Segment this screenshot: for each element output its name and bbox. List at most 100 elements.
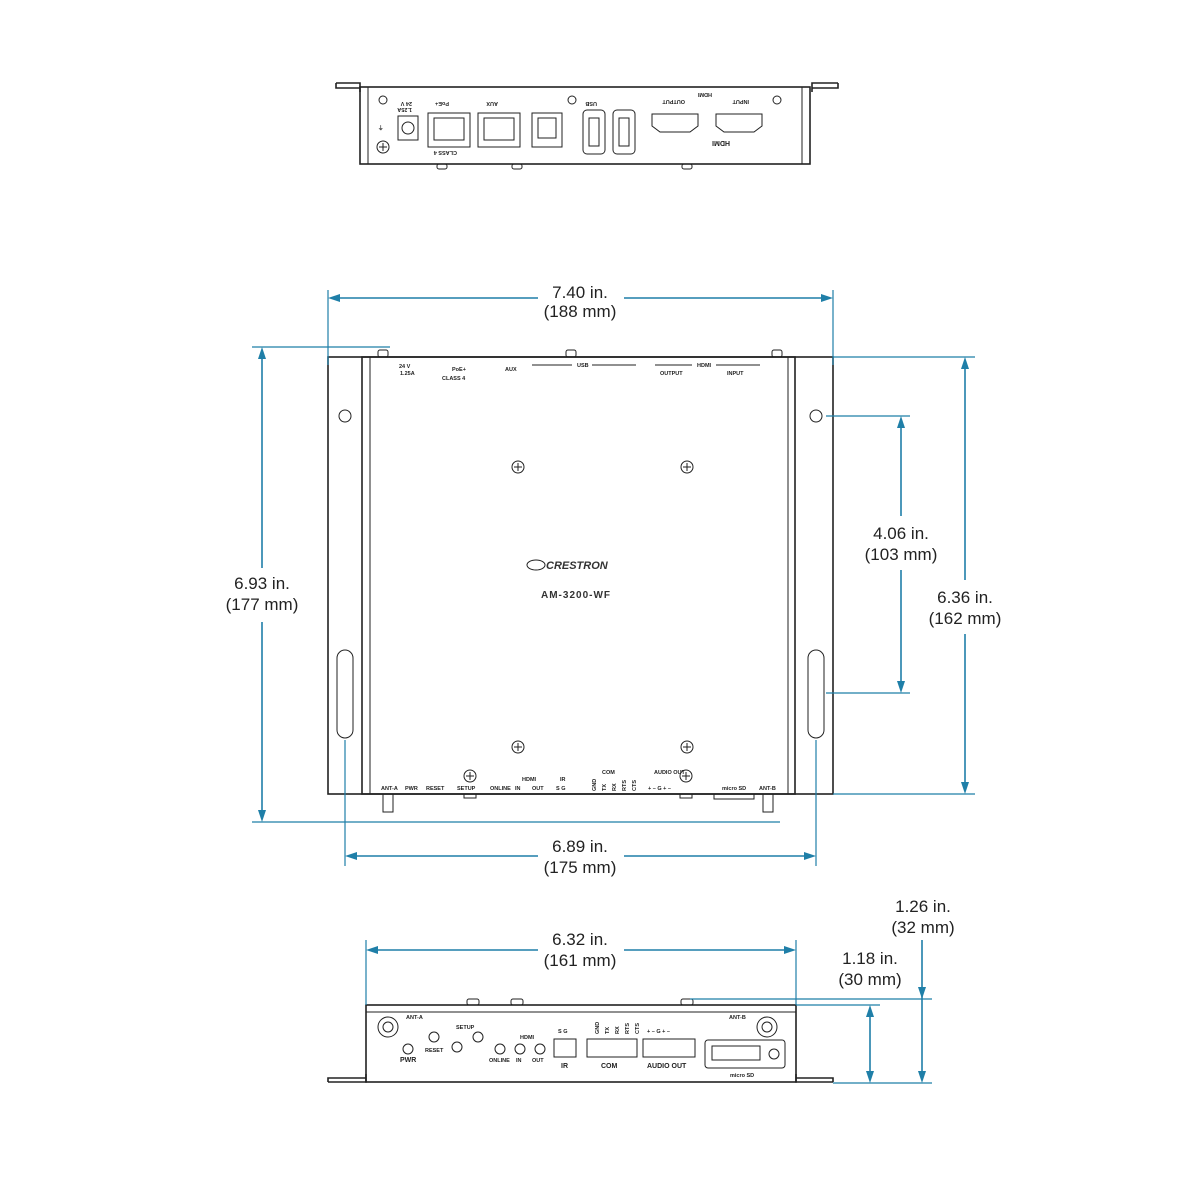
reset-button[interactable] [428,1031,440,1043]
screw-icon [679,769,693,783]
brand-logo: CRESTRON [546,560,609,572]
front-com-pin-cts: CTS [635,1023,641,1034]
front-online-label: ONLINE [489,1058,510,1064]
mount-slot-left [336,649,354,739]
usb-a-port-2 [612,109,636,155]
top-hdmi-out-label: OUT [532,786,544,792]
rear-input-label: INPUT [732,98,749,104]
front-audio-out-label: AUDIO OUT [647,1063,687,1070]
audio-out-terminal [642,1038,696,1058]
mount-slot-right [807,649,825,739]
top-audio-out-label: AUDIO OUT [654,770,686,776]
body-depth-mm: (162 mm) [929,609,1002,628]
rear-poe-label: PoE+ [435,100,449,106]
top-pwr-label: PWR [405,786,418,792]
front-com-pin-tx: TX [605,1027,611,1034]
hdmi-output-port [651,113,699,133]
flange-width-in: 6.89 in. [552,837,608,856]
body-width-in: 6.32 in. [552,930,608,949]
screw-icon [378,95,388,105]
top-ant-a-label: ANT-A [381,786,398,792]
antenna-b-connector [756,1016,778,1038]
top-ir-label: IR [560,777,566,783]
front-micro-sd-label: micro SD [730,1073,754,1079]
rear-view: ⏚ 24 V 1.25A PoE+ CLASS 4 AUX USB OUTPUT… [335,82,839,170]
front-reset-label: RESET [425,1048,444,1054]
front-hdmi-in-label: IN [516,1058,522,1064]
power-jack [397,115,419,141]
front-com-label: COM [601,1063,618,1070]
top-view: 24 V 1.25A PoE+ CLASS 4 AUX USB HDMI OUT… [327,349,834,813]
front-com-pin-rx: RX [615,1026,621,1034]
rear-hdmi-logo: HDMI [712,139,730,146]
screw-icon [772,95,782,105]
setup-button[interactable] [451,1041,463,1053]
front-com-pin-gnd: GND [595,1022,601,1034]
model-number: AM-3200-WF [541,590,611,601]
usb-a-port-1 [582,109,606,155]
top-com-pin-rts: RTS [622,780,628,791]
top-hdmi-in-label: IN [515,786,521,792]
body-height-mm: (30 mm) [838,970,901,989]
mounting-plate [327,356,834,795]
ground-screw-icon [376,140,390,154]
micro-sd-slot [704,1039,786,1069]
mount-hole-icon [338,409,352,423]
rear-chassis [359,86,811,165]
top-poe-label: PoE+ [452,367,466,373]
rear-aux-label: AUX [486,100,498,106]
body-height-in: 1.18 in. [842,949,898,968]
mount-hole-icon [809,409,823,423]
top-input-label: INPUT [727,371,744,377]
front-ir-pins-label: S G [558,1029,567,1035]
screw-icon [680,460,694,474]
screw-icon [511,460,525,474]
front-hdmi-label: HDMI [520,1035,535,1041]
top-output-label: OUTPUT [660,371,683,377]
top-chassis [361,356,796,795]
ir-terminal [553,1038,577,1058]
top-ir-pins-label: S G [556,786,565,792]
poe-port [427,112,471,148]
top-current-label: 1.25A [400,371,415,377]
antenna-a-connector [382,793,394,813]
crestron-logo-icon [526,559,546,571]
antenna-a-connector [377,1016,399,1038]
top-class-label: CLASS 4 [442,376,466,382]
overall-depth-in: 6.93 in. [234,574,290,593]
online-led [494,1043,506,1055]
top-online-label: ONLINE [490,786,511,792]
antenna-b-connector [762,793,774,813]
usb-b-port [531,112,563,148]
overall-height-in: 1.26 in. [895,897,951,916]
front-chassis [365,1004,797,1083]
front-ant-a-label: ANT-A [406,1015,423,1021]
top-com-pin-gnd: GND [592,779,598,791]
top-hdmi-small-label: HDMI [522,777,537,783]
top-setup-label: SETUP [457,786,476,792]
front-hdmi-out-label: OUT [532,1058,544,1064]
hdmi-in-led [514,1043,526,1055]
overall-width-mm: (188 mm) [544,302,617,321]
overall-height-mm: (32 mm) [891,918,954,937]
rear-current-label: 1.25A [397,106,412,112]
pwr-led [402,1043,414,1055]
top-power-label: 24 V [399,364,411,370]
hdmi-input-port [715,113,763,133]
setup-led [472,1031,484,1043]
front-view: ANT-A PWR RESET SETUP ONLINE IN OUT HDMI… [327,998,834,1083]
rear-class-label: CLASS 4 [433,149,457,155]
rear-output-label: OUTPUT [662,98,685,104]
com-terminal [586,1038,638,1058]
front-audio-pins-label: + – G + – [647,1029,670,1035]
screw-icon [680,740,694,754]
dimension-lines: 7.40 in. (188 mm) 6.93 in. (177 mm) 4.06… [226,283,1002,1084]
rear-usb-label: USB [585,100,597,106]
rear-hdmi-label: HDMI [697,91,712,97]
top-com-label: COM [602,770,615,776]
top-aux-label: AUX [505,367,517,373]
front-ir-label: IR [561,1063,568,1070]
front-pwr-label: PWR [400,1057,416,1064]
top-ant-b-label: ANT-B [759,786,776,792]
